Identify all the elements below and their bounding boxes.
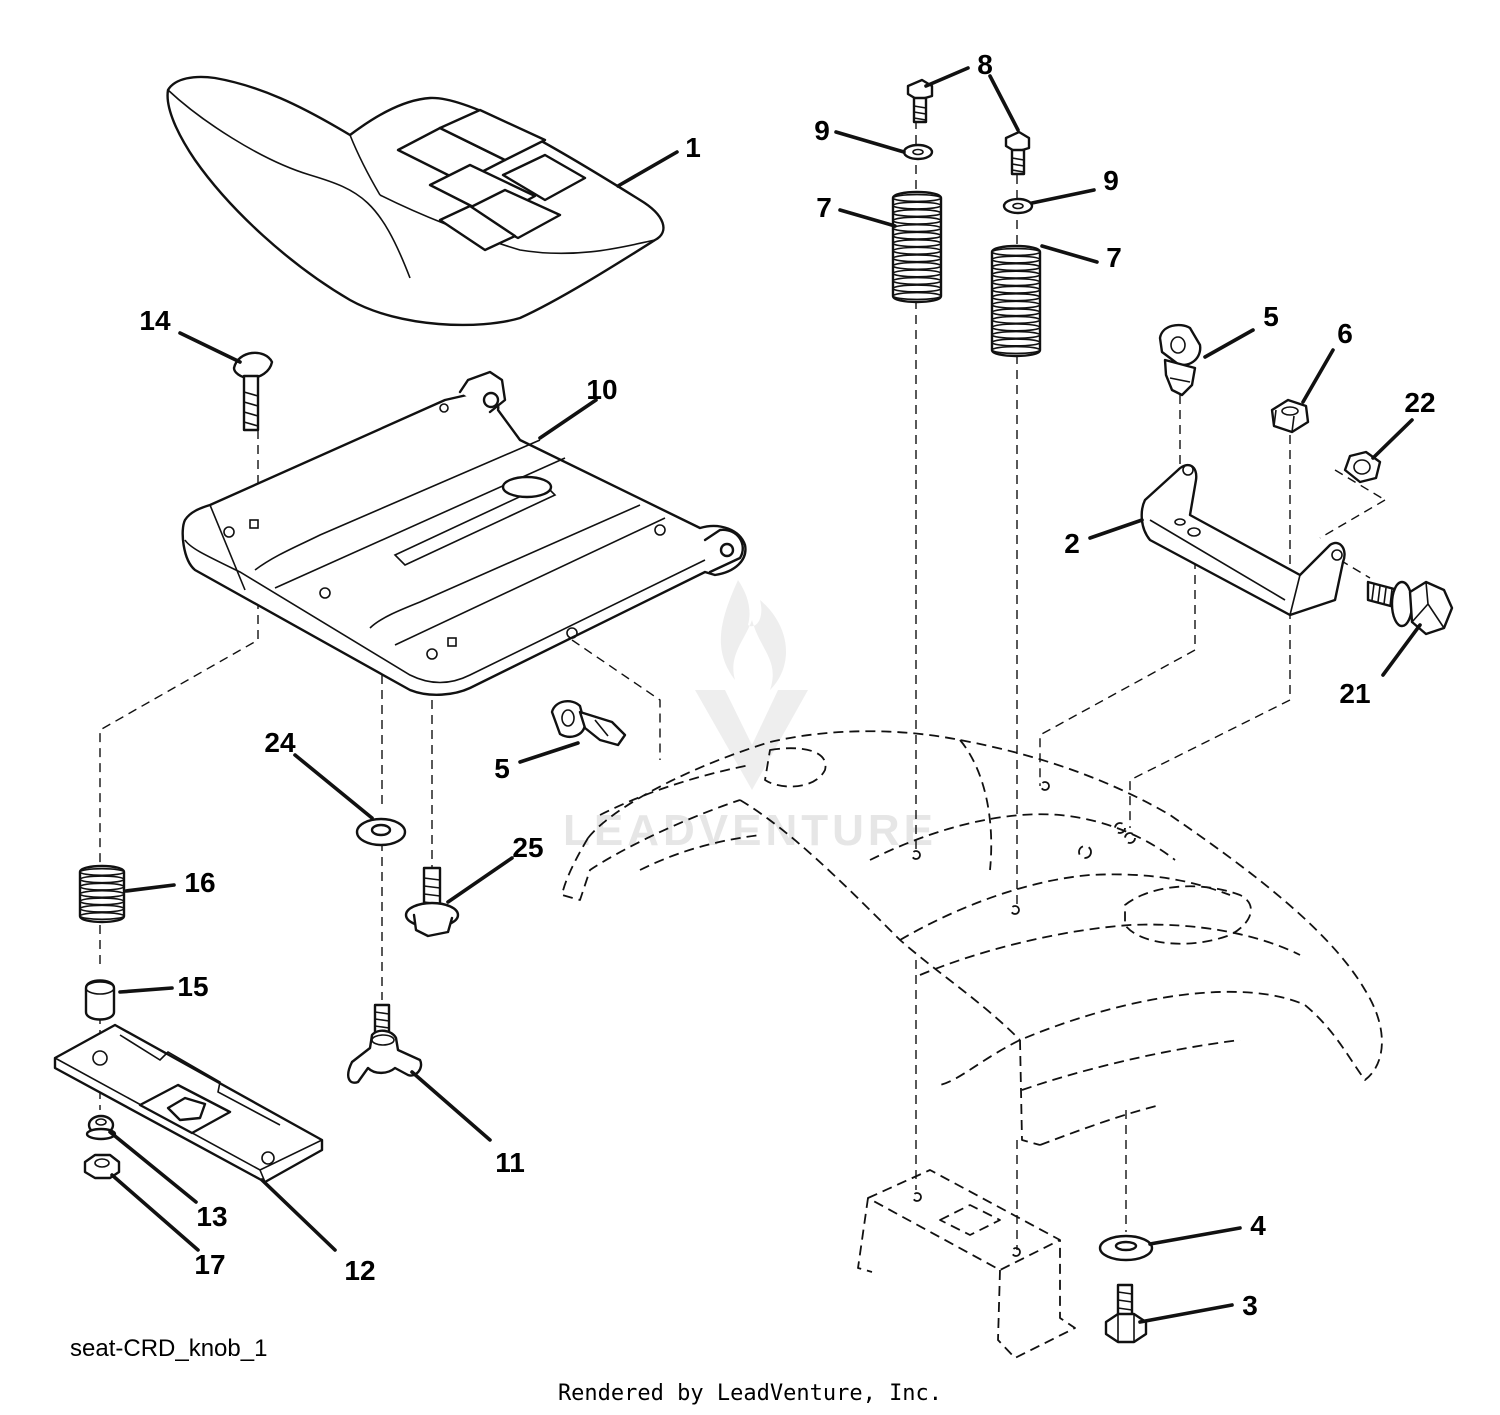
diagram-caption: seat-CRD_knob_1 xyxy=(70,1335,267,1362)
callout-15: 15 xyxy=(177,971,208,1002)
bolts-8 xyxy=(906,78,1031,176)
leadventure-watermark: LEADVENTURE xyxy=(563,580,937,855)
callout-22: 22 xyxy=(1404,387,1435,418)
callout-1: 1 xyxy=(685,132,701,163)
callout-4: 4 xyxy=(1250,1210,1266,1241)
callout-5-upper: 5 xyxy=(1263,301,1279,332)
callout-17: 17 xyxy=(194,1249,225,1280)
seat-pan xyxy=(181,370,747,696)
callout-16: 16 xyxy=(184,867,215,898)
washer-4 xyxy=(1098,1234,1154,1262)
callout-12: 12 xyxy=(344,1255,375,1286)
footer-credit: Rendered by LeadVenture, Inc. xyxy=(558,1381,942,1406)
callout-3: 3 xyxy=(1242,1290,1258,1321)
callout-14: 14 xyxy=(139,305,171,336)
callout-6: 6 xyxy=(1337,318,1353,349)
watermark-text: LEADVENTURE xyxy=(563,806,937,855)
seat-knob xyxy=(347,1003,423,1084)
callout-10: 10 xyxy=(586,374,617,405)
callout-24: 24 xyxy=(264,727,296,758)
leader-lines xyxy=(108,66,1422,1324)
callout-21: 21 xyxy=(1339,678,1370,709)
frame-bracket-outline xyxy=(857,1169,1076,1359)
flange-bolt xyxy=(404,866,460,938)
callout-2: 2 xyxy=(1064,528,1080,559)
washers-9 xyxy=(902,143,1034,215)
callout-25: 25 xyxy=(512,832,543,863)
nut-13 xyxy=(85,1114,117,1141)
callout-9-right: 9 xyxy=(1103,165,1119,196)
spacer-15 xyxy=(84,979,116,1021)
assembly-lines xyxy=(99,120,1386,1250)
carriage-bolt xyxy=(232,351,274,432)
callout-7-left: 7 xyxy=(816,192,832,223)
nut-22 xyxy=(1343,450,1382,484)
bolt-3 xyxy=(1104,1283,1148,1344)
springs-7 xyxy=(891,190,1042,358)
seat xyxy=(166,75,665,327)
callout-13: 13 xyxy=(196,1201,227,1232)
clip-lower xyxy=(550,700,627,747)
callout-labels: 1 2 3 4 5 5 6 7 7 8 9 9 10 11 12 13 14 1… xyxy=(139,49,1435,1321)
clip-upper xyxy=(1158,323,1202,397)
callout-8: 8 xyxy=(977,49,993,80)
callout-11: 11 xyxy=(495,1147,525,1178)
spring-16 xyxy=(78,864,126,924)
callout-5-lower: 5 xyxy=(494,753,510,784)
nut-17 xyxy=(83,1153,121,1180)
washer-24 xyxy=(355,817,407,847)
nut-6 xyxy=(1270,398,1310,434)
tractor-fender-outline xyxy=(561,730,1383,1146)
callout-9-left: 9 xyxy=(814,115,830,146)
slide-plate xyxy=(53,1023,324,1184)
callout-7-right: 7 xyxy=(1106,242,1122,273)
seat-bracket xyxy=(1140,463,1346,617)
shoulder-bolt xyxy=(1366,580,1454,636)
